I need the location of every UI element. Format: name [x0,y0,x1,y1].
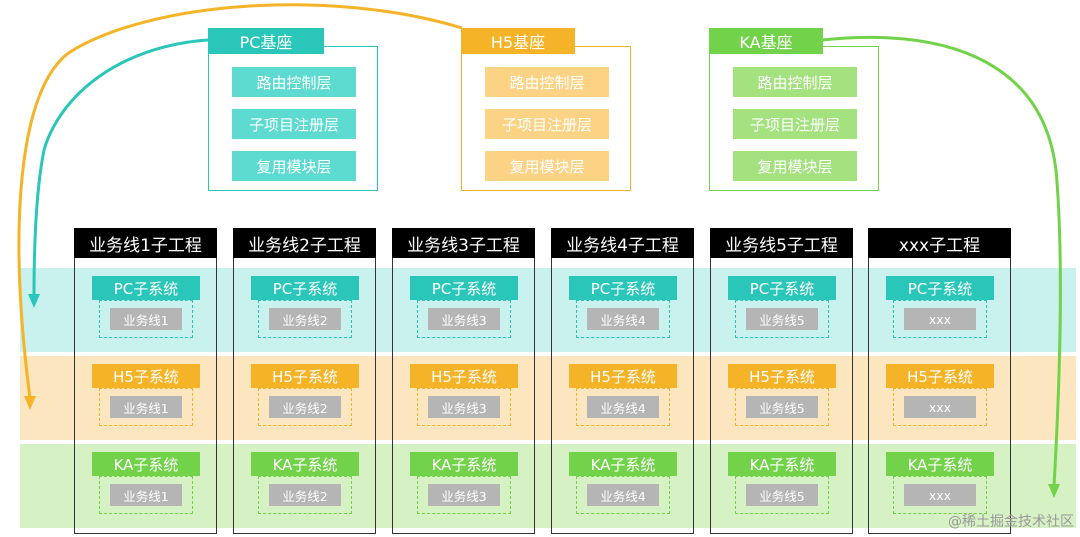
subsystem-box: 业务线3 [417,476,511,514]
subsystem-label: H5子系统 [251,364,359,388]
subsystem-label: KA子系统 [92,452,200,476]
subsystem-label: KA子系统 [251,452,359,476]
subsystem-label: KA子系统 [410,452,518,476]
h5-arrow-head [24,396,36,410]
business-line-chip: 业务线5 [746,308,818,330]
subsystem-box: 业务线1 [99,476,193,514]
subsystem-box: 业务线4 [576,388,670,426]
subsystem-box: 业务线2 [258,476,352,514]
business-line-chip: xxx [904,484,976,506]
subproject-title: 业务线5子工程 [710,228,853,258]
subsystem-box: 业务线2 [258,300,352,338]
business-line-chip: 业务线1 [110,396,182,418]
subsystem-box: 业务线3 [417,388,511,426]
business-line-chip: 业务线2 [269,396,341,418]
subsystem-box: 业务线4 [576,476,670,514]
subsystem-label: H5子系统 [410,364,518,388]
subsystem-label: H5子系统 [92,364,200,388]
base-layer: 复用模块层 [733,151,857,181]
business-line-chip: 业务线5 [746,484,818,506]
business-line-chip: 业务线3 [428,484,500,506]
base-layer: 复用模块层 [485,151,609,181]
watermark: @稀土掘金技术社区 [948,514,1074,530]
business-line-chip: 业务线3 [428,396,500,418]
subsystem-box: xxx [893,300,987,338]
subproject-title: xxx子工程 [868,228,1011,258]
business-line-chip: 业务线4 [587,308,659,330]
subproject-title: 业务线2子工程 [233,228,376,258]
subproject-title: 业务线4子工程 [551,228,694,258]
base-layer: 路由控制层 [232,67,356,97]
subsystem-box: 业务线1 [99,388,193,426]
base-layer: 子项目注册层 [485,109,609,139]
subproject-title: 业务线3子工程 [392,228,535,258]
subsystem-label: PC子系统 [251,276,359,300]
base-layer: 路由控制层 [733,67,857,97]
business-line-chip: xxx [904,308,976,330]
subsystem-label: PC子系统 [886,276,994,300]
base-title: H5基座 [461,28,575,54]
subsystem-box: 业务线5 [735,388,829,426]
business-line-chip: 业务线2 [269,484,341,506]
subsystem-label: H5子系统 [569,364,677,388]
subsystem-box: 业务线5 [735,476,829,514]
business-line-chip: 业务线5 [746,396,818,418]
pc-arrow [32,38,209,297]
business-line-chip: 业务线3 [428,308,500,330]
subsystem-label: PC子系统 [569,276,677,300]
business-line-chip: 业务线4 [587,396,659,418]
subsystem-box: 业务线4 [576,300,670,338]
subsystem-box: 业务线2 [258,388,352,426]
h5-arrow [17,3,463,399]
business-line-chip: 业务线4 [587,484,659,506]
subsystem-label: H5子系统 [728,364,836,388]
pc-arrow-head [28,294,40,308]
subsystem-box: xxx [893,476,987,514]
subsystem-label: KA子系统 [728,452,836,476]
subsystem-box: xxx [893,388,987,426]
subsystem-label: KA子系统 [886,452,994,476]
subsystem-label: PC子系统 [92,276,200,300]
base-layer: 子项目注册层 [232,109,356,139]
subsystem-box: 业务线1 [99,300,193,338]
subproject-title: 业务线1子工程 [74,228,217,258]
base-layer: 路由控制层 [485,67,609,97]
business-line-chip: 业务线1 [110,308,182,330]
base-title: PC基座 [208,28,324,54]
subsystem-box: 业务线3 [417,300,511,338]
base-layer: 复用模块层 [232,151,356,181]
subsystem-label: KA子系统 [569,452,677,476]
business-line-chip: 业务线2 [269,308,341,330]
business-line-chip: xxx [904,396,976,418]
subsystem-label: PC子系统 [728,276,836,300]
base-title: KA基座 [709,28,823,54]
ka-arrow-head [1048,484,1060,498]
subsystem-label: H5子系统 [886,364,994,388]
business-line-chip: 业务线1 [110,484,182,506]
ka-arrow [821,36,1062,487]
subsystem-box: 业务线5 [735,300,829,338]
subsystem-label: PC子系统 [410,276,518,300]
base-layer: 子项目注册层 [733,109,857,139]
